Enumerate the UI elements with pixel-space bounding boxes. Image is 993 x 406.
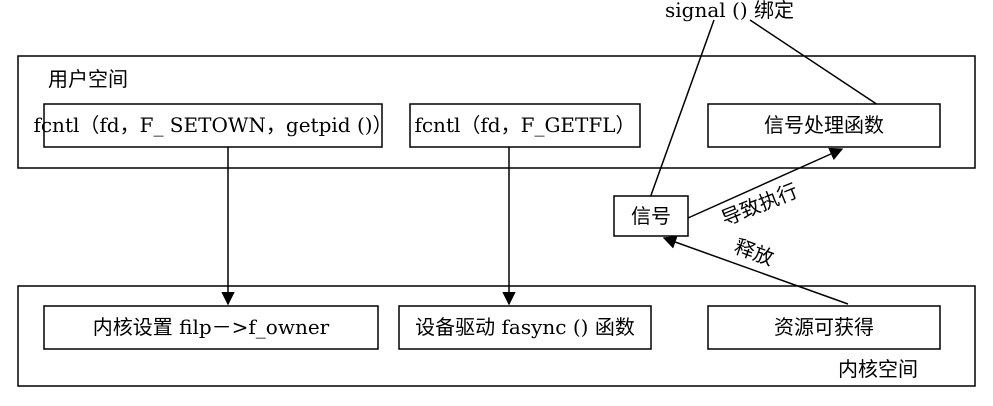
- signal-box: [613, 195, 689, 237]
- kernel-set-owner-text: 内核设置 filp－>f_owner: [93, 315, 330, 339]
- resource-available-box: [707, 305, 941, 350]
- resource-available-text: 资源可获得: [774, 315, 874, 339]
- signal-handler-box: [707, 103, 941, 148]
- causes-execution-arrow: [687, 147, 844, 219]
- signal-binding-line-right: [749, 19, 879, 106]
- signal-box-text: 信号: [631, 204, 671, 228]
- release-arrow: [662, 235, 849, 305]
- device-fasync-box: [398, 305, 652, 350]
- fcntl-setown-text: fcntl（fd，F_ SETOWN，getpid ()）: [33, 113, 392, 137]
- user-space-label: 用户空间: [48, 67, 128, 91]
- kernel-set-owner-box: [43, 305, 379, 350]
- device-fasync-text: 设备驱动 fasync () 函数: [415, 315, 635, 339]
- signal-binding-line-left: [649, 19, 715, 199]
- kernel-space-region: [17, 285, 976, 387]
- user-space-region: [17, 55, 976, 169]
- kernel-space-label: 内核空间: [838, 357, 918, 381]
- fcntl-getfl-text: fcntl（fd，F_GETFL）: [414, 113, 635, 137]
- signal-binding-label: signal () 绑定: [665, 0, 794, 22]
- signal-handler-text: 信号处理函数: [764, 113, 884, 137]
- fcntl-setown-box: [43, 103, 383, 148]
- fcntl-getfl-box: [409, 103, 641, 148]
